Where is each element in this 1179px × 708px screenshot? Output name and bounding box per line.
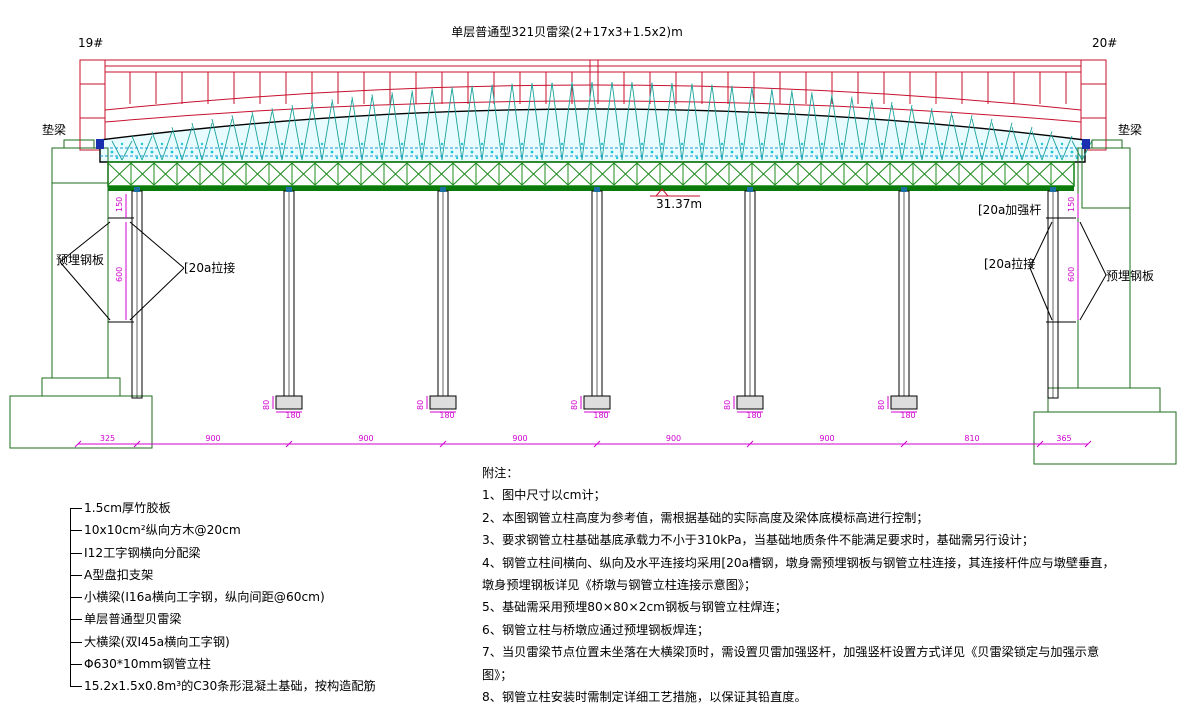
footing-width-label: 180	[285, 411, 300, 420]
dim-150-right: 150	[1067, 197, 1076, 212]
tie-left-label: [20a拉接	[184, 260, 235, 275]
legend-item: 小横梁(I16a横向工字钢，纵向间距@60cm)	[66, 586, 446, 608]
note-line: 8、钢管立柱安装时需制定详细工艺措施，以保证其铅直度。	[482, 690, 807, 705]
dim-600-left: 600	[115, 267, 124, 282]
pier-left-label: 19#	[78, 36, 103, 50]
footing-height-label: 80	[570, 400, 579, 410]
footing-height-label: 80	[877, 400, 886, 410]
footing-width-label: 180	[593, 411, 608, 420]
note-line: 2、本图钢管立柱高度为参考值，需根据基础的实际高度及梁体底模标高进行控制；	[482, 510, 929, 525]
pier-left	[9, 139, 153, 449]
note-line: 6、钢管立柱与桥墩应通过预埋钢板焊连；	[482, 622, 710, 637]
steel-columns	[131, 187, 1059, 410]
legend: 1.5cm厚竹胶板 10x10cm²纵向方木@20cm I12工字钢横向分配梁 …	[66, 497, 446, 698]
footing-height-label: 80	[416, 400, 425, 410]
plate-left-label: 预埋钢板	[56, 253, 104, 267]
span-label: 365	[1056, 434, 1071, 443]
span-label: 900	[819, 434, 834, 443]
main-crossbeam	[108, 186, 1074, 191]
pier-dims	[125, 194, 1079, 320]
legend-item: 1.5cm厚竹胶板	[66, 497, 446, 519]
footing-width-label: 180	[746, 411, 761, 420]
stiffener-label: [20a加强杆	[978, 203, 1041, 217]
span-label: 325	[100, 434, 115, 443]
span-label: 900	[512, 434, 527, 443]
pad-left-label: 垫梁	[42, 122, 66, 137]
pier-ties	[59, 217, 1107, 323]
pad-right	[1082, 139, 1090, 149]
diagram-title: 单层普通型321贝雷梁(2+17x3+1.5x2)m	[451, 24, 683, 39]
footing-width-label: 180	[439, 411, 454, 420]
footing-width-label: 180	[900, 411, 915, 420]
legend-item: I12工字钢横向分配梁	[66, 542, 446, 564]
legend-item: A型盘扣支架	[66, 564, 446, 586]
pad-right-label: 垫梁	[1118, 122, 1142, 137]
pier-right-label: 20#	[1092, 36, 1117, 50]
note-line: 3、要求钢管立柱基础基底承载力不小于310kPa，当基础地质条件不能满足要求时，…	[482, 533, 1035, 548]
legend-item: 10x10cm²纵向方木@20cm	[66, 519, 446, 541]
notes-title: 附注：	[482, 466, 519, 480]
notes: 附注： 1、图中尺寸以cm计； 2、本图钢管立柱高度为参考值，需根据基础的实际高…	[482, 462, 1172, 708]
span-label: 900	[205, 434, 220, 443]
legend-item: Φ630*10mm钢管立柱	[66, 653, 446, 675]
bailey-beam	[107, 161, 1075, 187]
elevation-label: 31.37m	[656, 197, 702, 211]
note-line: 5、基础需采用预埋80×80×2cm钢板与钢管立柱焊连；	[482, 600, 787, 615]
footing-height-label: 80	[262, 400, 271, 410]
dim-150-left: 150	[115, 197, 124, 212]
tie-right-label: [20a拉接	[984, 256, 1035, 271]
note-line: 图》；	[482, 667, 513, 682]
footing-height-label: 80	[723, 400, 732, 410]
note-line: 墩身预埋钢板详见《桥墩与钢管立柱连接示意图》；	[482, 578, 757, 593]
pad-left	[96, 139, 104, 149]
span-label: 900	[358, 434, 373, 443]
dim-600-right: 600	[1067, 267, 1076, 282]
legend-item: 单层普通型贝雷梁	[66, 608, 446, 630]
note-line: 1、图中尺寸以cm计；	[482, 488, 606, 503]
span-label: 900	[666, 434, 681, 443]
legend-item: 15.2x1.5x0.8m³的C30条形混凝土基础，按构造配筋	[66, 675, 446, 697]
span-dimension-line	[74, 440, 1092, 448]
note-line: 7、当贝雷梁节点位置未坐落在大横梁顶时，需设置贝雷加强竖杆，加强竖杆设置方式详见…	[482, 645, 1100, 660]
legend-item: 大横梁(双I45a横向工字钢)	[66, 631, 446, 653]
note-line: 4、钢管立柱间横向、纵向及水平连接均采用[20a槽钢，墩身需预埋钢板与钢管立柱连…	[482, 555, 1115, 570]
plate-right-label: 预埋钢板	[1106, 269, 1154, 283]
scaffold	[99, 81, 1093, 163]
span-label: 810	[964, 434, 979, 443]
